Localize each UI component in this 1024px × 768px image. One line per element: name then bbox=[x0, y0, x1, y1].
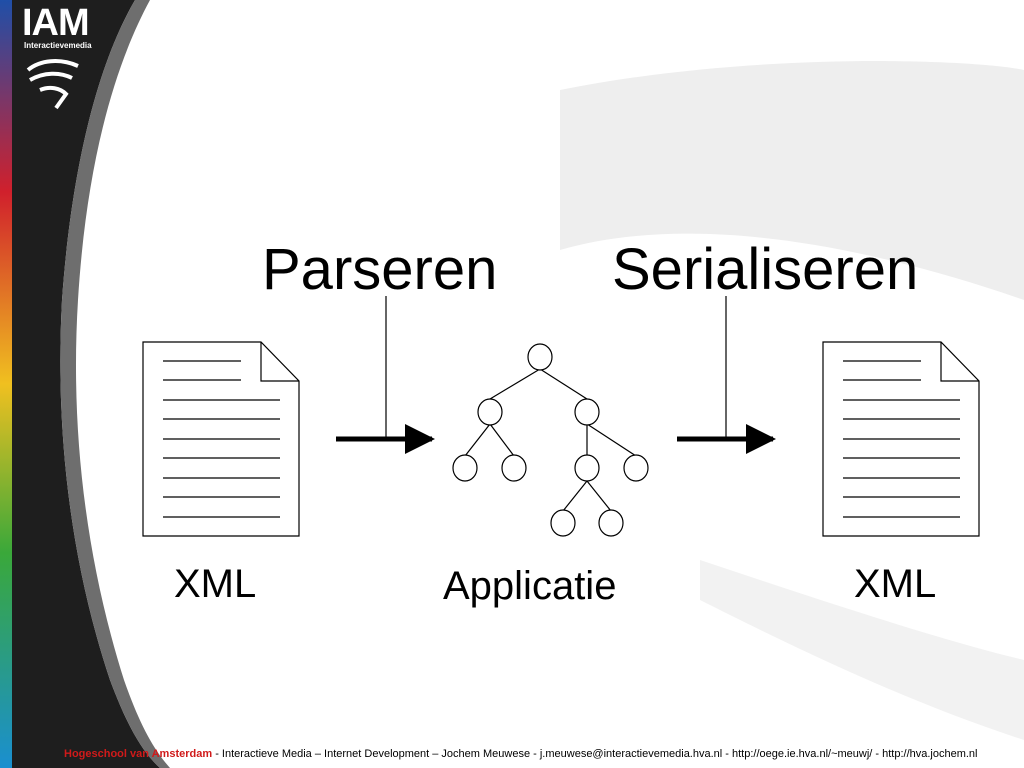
tree-node bbox=[452, 454, 478, 482]
footer: Hogeschool van Amsterdam - Interactieve … bbox=[64, 748, 1022, 760]
right-document-label: XML bbox=[854, 562, 937, 606]
sidebar-color-stripe bbox=[0, 0, 12, 768]
xml-document-left-icon bbox=[142, 341, 300, 537]
tree-node bbox=[501, 454, 527, 482]
xml-document-right-icon bbox=[822, 341, 980, 537]
background-swoosh-lower bbox=[700, 560, 1024, 740]
tree-node bbox=[477, 398, 503, 426]
footer-text: - Interactieve Media – Internet Developm… bbox=[212, 748, 978, 760]
application-tree-icon bbox=[452, 343, 649, 537]
sidebar-gray-edge bbox=[60, 0, 171, 768]
parse-label: Parseren bbox=[262, 237, 498, 302]
logo-subtitle: Interactievemedia bbox=[24, 41, 92, 50]
logo-text: IAM bbox=[22, 2, 90, 44]
sidebar-dark-band bbox=[12, 0, 160, 768]
serialize-label: Serialiseren bbox=[612, 237, 919, 302]
center-label: Applicatie bbox=[443, 564, 617, 608]
tree-node bbox=[623, 454, 649, 482]
application-tree-edges bbox=[464, 368, 637, 512]
tree-node bbox=[574, 398, 600, 426]
tree-node bbox=[574, 454, 600, 482]
tree-node bbox=[598, 509, 624, 537]
background-swoosh bbox=[560, 61, 1024, 300]
tree-node bbox=[527, 343, 553, 371]
footer-school: Hogeschool van Amsterdam bbox=[64, 748, 213, 760]
tree-node bbox=[550, 509, 576, 537]
iam-logo-emblem-icon bbox=[26, 59, 79, 110]
left-document-label: XML bbox=[174, 562, 257, 606]
